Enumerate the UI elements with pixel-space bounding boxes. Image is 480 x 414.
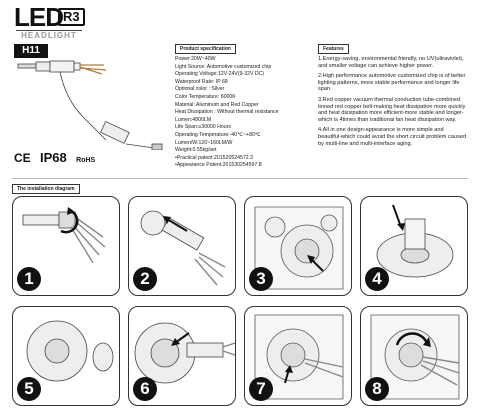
spec-list: Power:20W~40W Light Source: Automotive c…: [175, 56, 310, 170]
step-number: 3: [249, 267, 273, 291]
install-step-2: 2: [128, 196, 236, 296]
spec-item: Operating Temperature:-40℃~+80℃: [175, 131, 261, 138]
feature-item: 2.High performance automotive customized…: [318, 73, 466, 93]
step-5-illustration: [26, 320, 114, 382]
install-step-7: 7: [244, 306, 352, 406]
install-step-8: 8: [360, 306, 468, 406]
spec-item: Weight:0.55kg/set: [175, 147, 217, 154]
spec-item: Waterproof Rate: IP 68: [175, 78, 228, 85]
install-step-1: 1: [12, 196, 120, 296]
spec-item: Lumen/W:120~160LM/W: [175, 139, 233, 146]
spec-heading: Product specification: [175, 44, 236, 54]
install-step-6: 6: [128, 306, 236, 406]
install-step-4: 4: [360, 196, 468, 296]
spec-item: Material: Aluminum and Red Copper: [175, 101, 259, 108]
step-number: 1: [17, 267, 41, 291]
step-number: 6: [133, 377, 157, 401]
ip-rating-mark: IP68: [40, 150, 67, 165]
step-number: 4: [365, 267, 389, 291]
section-divider: [12, 178, 468, 179]
rohs-mark: RoHS: [76, 157, 96, 164]
ce-mark: CE: [14, 151, 31, 165]
step-6-illustration: [134, 322, 235, 384]
step-number: 8: [365, 377, 389, 401]
model-series-badge: R3: [58, 8, 85, 26]
spec-item: Lumen:4800LM: [175, 116, 212, 123]
spec-item: •Practical patent:201520524572.3: [175, 154, 253, 161]
spec-item: •Appearance Patent:201530254597.8: [175, 162, 262, 169]
feature-item: 3.Red copper vacuum thermal conduction t…: [318, 96, 466, 123]
step-1-illustration: [22, 207, 106, 264]
spec-item: Life Span:≥30000 Hours: [175, 124, 231, 131]
install-step-5: 5: [12, 306, 120, 406]
step-7-illustration: [254, 314, 344, 400]
features-list: 1.Energy-saving, environmental friendly,…: [318, 56, 468, 151]
spec-item: Power:20W~40W: [175, 56, 216, 62]
spec-item: Operating Voltage:12V-24V(9-32V DC): [175, 71, 265, 78]
step-number: 5: [17, 377, 41, 401]
brand-logo: LED: [14, 2, 64, 32]
brand-subtitle: HEADLIGHT: [16, 30, 82, 40]
step-2-illustration: [140, 210, 226, 286]
step-3-illustration: [254, 206, 344, 290]
step-number: 7: [249, 377, 273, 401]
install-heading: The installation diagram: [12, 184, 80, 194]
feature-item: 1.Energy-saving, environmental friendly,…: [318, 56, 464, 69]
spec-item: Color Temperature: 6000K: [175, 93, 236, 100]
spec-item: Light Source: Automotive customized chip: [175, 63, 272, 70]
spec-item: Heat Dissipation : Without thermal resis…: [175, 109, 279, 116]
certification-row: CE IP68 RoHS: [14, 150, 101, 165]
step-8-illustration: [370, 314, 460, 400]
install-step-3: 3: [244, 196, 352, 296]
features-heading: Features: [318, 44, 349, 54]
feature-item: 4.All in one design-appearance is more s…: [318, 127, 467, 147]
model-badge: H11: [14, 44, 48, 58]
bulb-product-illustration: [17, 60, 163, 150]
spec-item: Optional color : Silver: [175, 86, 225, 93]
step-number: 2: [133, 267, 157, 291]
step-4-illustration: [376, 204, 454, 278]
